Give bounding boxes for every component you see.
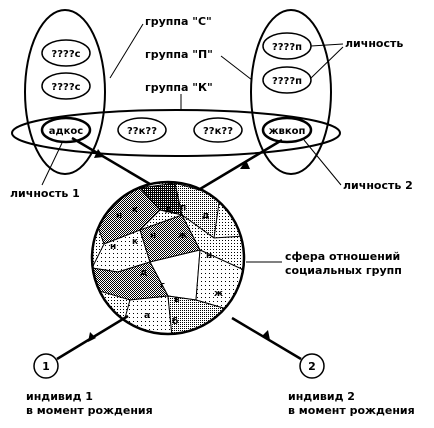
lichnost2-leader xyxy=(303,139,342,186)
arrow-ind2-head xyxy=(262,330,270,340)
cell-k-mid: к xyxy=(132,237,138,247)
member-c1-label: ????с xyxy=(51,49,80,60)
sphere-label-line2: социальных групп xyxy=(285,264,402,277)
group-p-label: группа "П" xyxy=(145,48,213,61)
arrow-ind1-head xyxy=(88,332,96,342)
member-k2-label: ??к?? xyxy=(127,126,157,137)
group-c-label: группа "С" xyxy=(145,15,212,28)
group-k-label: группа "К" xyxy=(145,81,213,94)
individual1-line1: индивид 1 xyxy=(26,390,93,403)
individual2-line1: индивид 2 xyxy=(288,390,355,403)
member-zhvkop-label: жвкоп xyxy=(269,126,306,137)
lichnost1-label: личность 1 xyxy=(10,187,80,200)
individual1-line2: в момент рождения xyxy=(26,404,153,417)
individual1-number: 1 xyxy=(42,360,50,373)
lichnost2-label: личность 2 xyxy=(343,179,413,192)
cell-p-top: п xyxy=(180,203,186,213)
member-zhvkop-oval xyxy=(261,116,313,144)
sphere-cells xyxy=(92,182,244,334)
cell-n-top: н xyxy=(116,211,122,221)
arrow-to-adkos-head xyxy=(94,149,104,158)
cell-k-top: к xyxy=(132,205,138,215)
member-k2-oval xyxy=(117,117,167,143)
group-c-ellipse xyxy=(24,9,106,175)
cell-d-top: д xyxy=(165,205,172,215)
lichnost-leader-2 xyxy=(310,46,344,79)
member-p1-label: ????п xyxy=(272,42,302,53)
member-k3-oval xyxy=(193,117,243,143)
cell-zh-mid: ж xyxy=(178,231,187,241)
individual1-circle xyxy=(33,353,59,379)
group-c-leader xyxy=(109,23,144,79)
member-c1-oval xyxy=(41,39,91,67)
lichnost-leader xyxy=(310,43,344,47)
member-c2-oval xyxy=(41,72,91,100)
individual2-circle xyxy=(299,353,325,379)
cell-n-right: н xyxy=(206,251,212,261)
cell-n-mid: н xyxy=(150,231,156,241)
cell-n-left: н xyxy=(110,242,116,252)
arrow-ind2-to-sphere xyxy=(231,316,302,361)
arrow-to-zhvkop-head xyxy=(240,160,250,169)
member-k3-label: ??к?? xyxy=(203,126,233,137)
member-p2-label: ????п xyxy=(272,76,302,87)
group-k-ellipse xyxy=(11,109,341,157)
cell-g: г xyxy=(160,281,165,291)
group-p-leader xyxy=(220,55,253,81)
arrow-to-adkos xyxy=(71,136,161,192)
cell-v: в xyxy=(174,295,180,305)
lichnost-label: личность xyxy=(345,37,403,50)
sphere-outline xyxy=(90,180,246,336)
cell-b: б xyxy=(172,316,178,327)
individual2-line2: в момент рождения xyxy=(288,404,415,417)
cell-d-low: д xyxy=(140,268,147,278)
cell-a: а xyxy=(144,311,150,321)
cell-d-right: д xyxy=(202,211,209,221)
member-adkos-label: адкос xyxy=(49,126,83,137)
group-p-ellipse xyxy=(250,9,332,175)
sphere-label-line1: сфера отношений xyxy=(285,250,400,263)
member-c2-label: ????с xyxy=(51,82,80,93)
member-adkos-oval xyxy=(40,116,92,144)
member-p2-oval xyxy=(262,66,312,94)
lichnost1-leader xyxy=(41,142,63,186)
cell-zh-right: ж xyxy=(214,289,223,299)
arrow-to-zhvkop xyxy=(189,138,283,197)
individual2-number: 2 xyxy=(308,360,316,373)
